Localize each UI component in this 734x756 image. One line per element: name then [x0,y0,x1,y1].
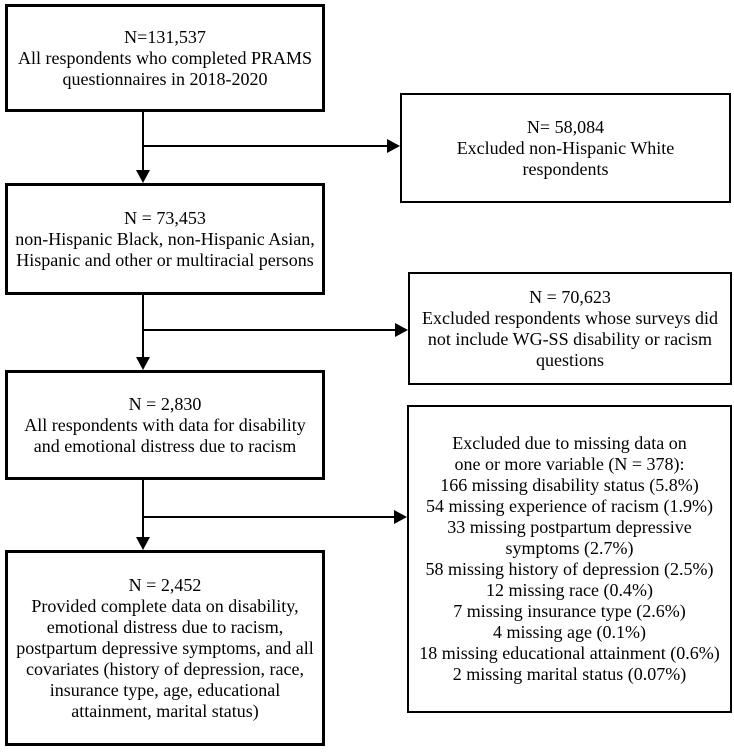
connector-2-vertical-line [142,295,144,359]
down-arrowhead-icon [136,170,150,183]
box-description: Excluded non-Hispanic White respondents [456,137,675,179]
box-description: All respondents with data for disability… [24,414,306,456]
connector-2-branch-line [142,329,396,331]
box-description: non-Hispanic Black, non-Hispanic Asian, … [15,228,315,270]
connector-3-branch-line [142,516,395,518]
sample-size: N= 58,084 [526,116,605,137]
connector-1-branch-line [142,145,388,147]
box-excluded-missing-data: Excluded due to missing data on one or m… [407,405,732,713]
box-final-analytic-sample: N = 2,452 Provided complete data on disa… [5,550,325,746]
sample-size: N = 70,623 [529,286,611,307]
sample-size: N=131,537 [124,26,206,47]
box-description: Excluded respondents whose surveys did n… [422,307,718,370]
box-description: Excluded due to missing data on one or m… [419,433,720,684]
box-total-respondents: N=131,537 All respondents who completed … [5,4,325,112]
down-arrowhead-icon [136,357,150,370]
right-arrowhead-icon [394,510,407,524]
box-description: Provided complete data on disability, em… [16,595,314,721]
box-excluded-white-respondents: N= 58,084 Excluded non-Hispanic White re… [400,93,731,203]
sample-size: N = 2,452 [128,574,202,595]
sample-size: N = 2,830 [128,393,202,414]
connector-1-vertical-line [142,112,144,172]
right-arrowhead-icon [387,139,400,153]
box-excluded-no-wgss-questions: N = 70,623 Excluded respondents whose su… [408,272,732,385]
sample-size: N = 73,453 [124,207,206,228]
box-description: All respondents who completed PRAMS ques… [18,47,312,89]
box-disability-racism-data: N = 2,830 All respondents with data for … [5,370,325,480]
right-arrowhead-icon [395,323,408,337]
down-arrowhead-icon [136,537,150,550]
connector-3-vertical-line [142,480,144,539]
box-minoritized-respondents: N = 73,453 non-Hispanic Black, non-Hispa… [5,183,325,295]
